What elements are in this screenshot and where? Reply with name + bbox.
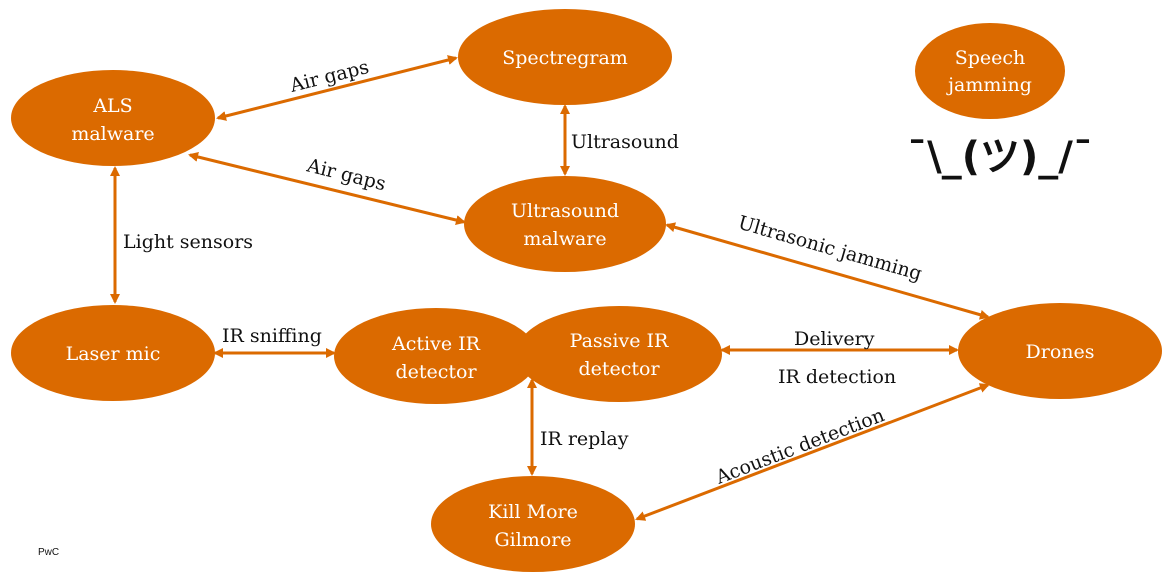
- node-label-line2: malware: [71, 123, 154, 145]
- edge-label-spectregram-ultrasound: Ultrasound: [571, 131, 679, 153]
- node-als-malware[interactable]: ALS malware: [11, 70, 215, 166]
- node-speech-jamming[interactable]: Speech jamming: [915, 23, 1065, 119]
- edge-labels: Air gaps Air gaps Ultrasound Light senso…: [123, 56, 924, 489]
- node-laser-mic[interactable]: Laser mic: [11, 305, 215, 401]
- node-label-line2: detector: [578, 358, 660, 380]
- edge-label-als-laser: Light sensors: [123, 231, 253, 253]
- edge-label-ir-detection: IR detection: [778, 366, 896, 388]
- edge-label-ultrasonic-jamming: Ultrasonic jamming: [736, 212, 925, 286]
- edge-kmg-drones[interactable]: [635, 383, 990, 521]
- node-spectregram[interactable]: Spectregram: [458, 9, 672, 105]
- node-label: Drones: [1026, 341, 1095, 363]
- node-label-line1: Ultrasound: [511, 200, 619, 222]
- node-passive-ir-detector[interactable]: Passive IR detector: [516, 306, 722, 402]
- edges: [110, 55, 990, 521]
- edge-label-ir-replay: IR replay: [540, 428, 629, 450]
- edge-label-acoustic-detection: Acoustic detection: [712, 404, 887, 489]
- node-label-line1: Active IR: [391, 333, 481, 355]
- footer-brand: PwC: [38, 547, 59, 558]
- node-label-line1: Passive IR: [570, 330, 669, 352]
- node-drones[interactable]: Drones: [958, 303, 1162, 399]
- edge-label-laser-active: IR sniffing: [222, 325, 322, 347]
- node-label-line1: Kill More: [488, 501, 578, 523]
- node-label-line2: Gilmore: [494, 529, 571, 551]
- edge-als-ultrasound[interactable]: [188, 152, 466, 225]
- edge-label-als-ultrasound: Air gaps: [304, 154, 388, 195]
- node-label: Spectregram: [502, 47, 628, 69]
- node-label-line1: ALS: [92, 95, 132, 117]
- node-ultrasound-malware[interactable]: Ultrasound malware: [464, 176, 666, 272]
- node-kill-more-gilmore[interactable]: Kill More Gilmore: [431, 476, 635, 572]
- node-label-line2: malware: [523, 228, 606, 250]
- shrug-emoticon: ¯\_(ツ)_/¯: [907, 134, 1093, 180]
- node-label-line2: detector: [395, 361, 477, 383]
- edge-ultrasound-drones[interactable]: [665, 222, 990, 320]
- edge-label-delivery: Delivery: [794, 328, 875, 350]
- edge-als-spectregram[interactable]: [216, 55, 458, 121]
- node-label: Laser mic: [66, 343, 161, 365]
- node-label-line2: jamming: [946, 74, 1032, 96]
- node-active-ir-detector[interactable]: Active IR detector: [334, 308, 538, 404]
- node-label-line1: Speech: [955, 47, 1026, 69]
